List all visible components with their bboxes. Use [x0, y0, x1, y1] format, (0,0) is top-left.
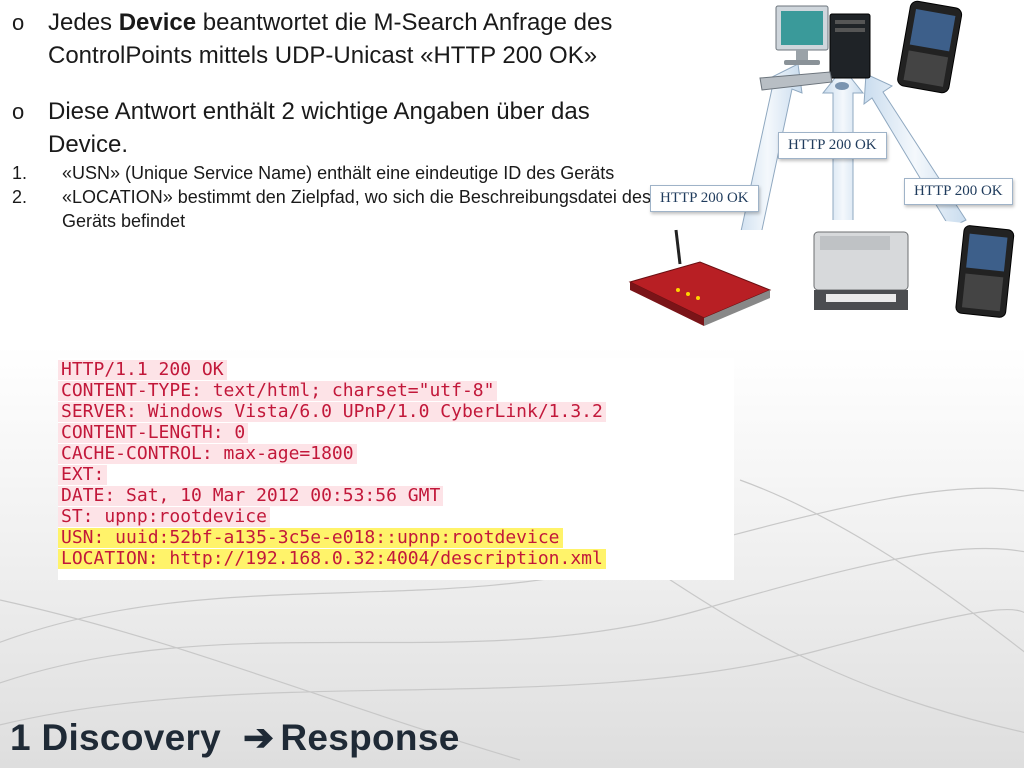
code-line-date: DATE: Sat, 10 Mar 2012 00:53:56 GMT [58, 486, 444, 506]
http-200-label: HTTP 200 OK [778, 132, 887, 159]
bullet-two-details: o Diese Antwort enthält 2 wichtige Angab… [12, 95, 652, 161]
code-line-content-length: CONTENT-LENGTH: 0 [58, 423, 249, 443]
code-line-st: ST: upnp:rootdevice [58, 507, 270, 527]
bullet-list: o Jedes Device beantwortet die M-Search … [12, 6, 652, 233]
code-line-status: HTTP/1.1 200 OK [58, 360, 227, 380]
http-200-label: HTTP 200 OK [650, 185, 759, 212]
code-line-cache-control: CACHE-CONTROL: max-age=1800 [58, 444, 357, 464]
router-icon [626, 229, 774, 326]
code-line-usn: USN: uuid:52bf-a135-3c5e-e018::upnp:root… [58, 528, 563, 548]
code-line-location: LOCATION: http://192.168.0.32:4004/descr… [58, 549, 606, 569]
bullet-marker: o [12, 10, 25, 35]
smartphone-icon [897, 0, 963, 94]
bullet-marker: o [12, 99, 25, 124]
code-line-ext: EXT: [58, 465, 108, 485]
http-response-code: HTTP/1.1 200 OK CONTENT-TYPE: text/html;… [58, 358, 734, 580]
bullet-device-response: o Jedes Device beantwortet die M-Search … [12, 6, 652, 72]
desktop-computer-icon [759, 5, 871, 91]
network-diagram: HTTP 200 OK HTTP 200 OK HTTP 200 OK [620, 0, 1024, 330]
smartphone-icon [926, 220, 1024, 325]
diagram-graphics [626, 0, 1024, 326]
code-line-server: SERVER: Windows Vista/6.0 UPnP/1.0 Cyber… [58, 402, 606, 422]
slide-title: 1 Discovery➔Response [10, 717, 460, 758]
right-arrow-icon: ➔ [243, 717, 275, 758]
printer-icon [806, 220, 914, 324]
bold-device: Device [118, 9, 197, 36]
http-200-label: HTTP 200 OK [904, 178, 1013, 205]
numbered-item-usn: 1. «USN» (Unique Service Name) enthält e… [12, 163, 615, 183]
code-line-content-type: CONTENT-TYPE: text/html; charset="utf-8" [58, 381, 498, 401]
numbered-item-location: 2. «LOCATION» bestimmt den Zielpfad, wo … [12, 187, 651, 231]
